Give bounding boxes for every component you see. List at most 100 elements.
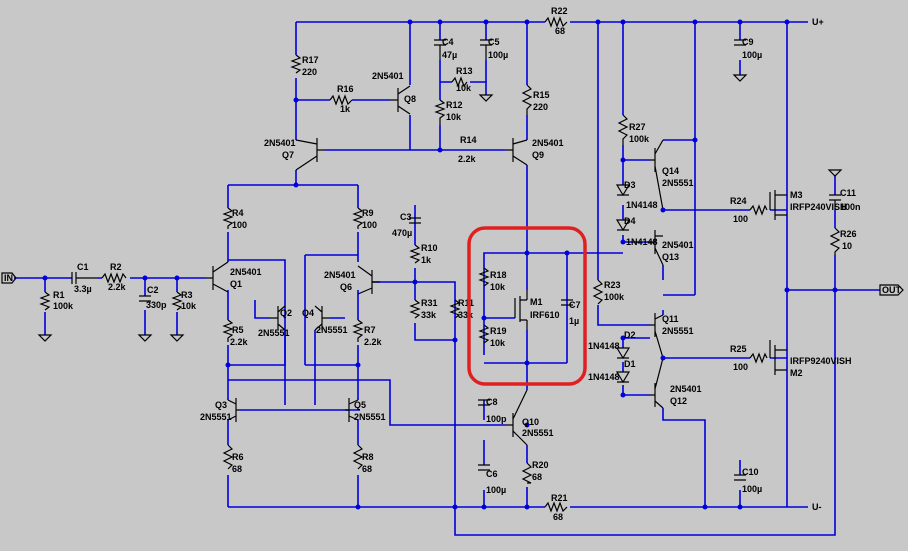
c11-name: C11	[840, 188, 856, 198]
r4-name: R4	[232, 208, 244, 218]
r5-name: R5	[232, 325, 244, 335]
r27-name: R27	[629, 122, 646, 132]
c6-name: C6	[486, 469, 498, 479]
q12-value: 2N5401	[670, 384, 702, 394]
m3-value: IRFP240VISH	[790, 202, 847, 212]
q7-name: Q7	[282, 150, 294, 160]
c7-name: C7	[569, 300, 581, 310]
c3-value: 470µ	[392, 228, 412, 238]
r15-name: R15	[533, 90, 550, 100]
r23-value: 100k	[604, 292, 625, 302]
r14-name: R14	[460, 135, 477, 145]
c9-value: 100µ	[742, 50, 762, 60]
component-symbols	[1, 16, 904, 513]
m2-name: M2	[790, 368, 803, 378]
c9-name: C9	[742, 37, 754, 47]
r24-value: 100	[733, 214, 748, 224]
q5-value: 2N5551	[354, 412, 386, 422]
q3-name: Q3	[215, 400, 227, 410]
r27-value: 100k	[629, 134, 650, 144]
r8-value: 68	[362, 464, 372, 474]
q1-value: 2N5401	[230, 267, 262, 277]
r1-name: R1	[53, 290, 65, 300]
q4-name: Q4	[302, 308, 314, 318]
c8-value: 100p	[486, 414, 507, 424]
q13-name: Q13	[662, 252, 679, 262]
r25-name: R25	[730, 344, 747, 354]
r22-name: R22	[551, 6, 568, 16]
q10-value: 2N5551	[522, 428, 554, 438]
c10-name: C10	[742, 467, 759, 477]
r16-value: 1k	[340, 104, 351, 114]
q5-name: Q5	[354, 400, 366, 410]
r20-name: R20	[532, 460, 549, 470]
q14-name: Q14	[662, 166, 679, 176]
r14-value: 2.2k	[458, 154, 477, 164]
m2-value: IRFP9240VISH	[790, 356, 852, 366]
d4-value: 1N4148	[626, 237, 658, 247]
r21-value: 68	[553, 512, 563, 522]
r31-name: R31	[421, 298, 438, 308]
r31-value: 33k	[421, 310, 437, 320]
c4-value: 47µ	[442, 50, 457, 60]
r25-value: 100	[733, 362, 748, 372]
r12-name: R12	[446, 100, 463, 110]
d1-name: D1	[624, 359, 636, 369]
r11-value: 33k	[458, 310, 474, 320]
q4-value: 2N5551	[316, 325, 348, 335]
d3-name: D3	[624, 180, 636, 190]
r22-value: 68	[555, 26, 565, 36]
r6-name: R6	[232, 452, 244, 462]
r20-value: 68	[532, 472, 542, 482]
r24-name: R24	[730, 196, 747, 206]
r13-value: 10k	[456, 83, 472, 93]
r7-name: R7	[364, 325, 376, 335]
d1-value: 1N4148	[588, 372, 620, 382]
c2-value: 330p	[146, 300, 167, 310]
q10-name: Q10	[522, 417, 539, 427]
r12-value: 10k	[446, 112, 462, 122]
r4-value: 100	[232, 220, 247, 230]
port-vminus-label: U-	[812, 502, 822, 512]
q7-value: 2N5401	[264, 138, 296, 148]
q2-name: Q2	[280, 308, 292, 318]
transistor-symbols	[205, 85, 664, 446]
c10-value: 100µ	[742, 484, 762, 494]
highlight-box	[467, 226, 587, 386]
r3-name: R3	[181, 290, 193, 300]
port-in-label: IN	[4, 273, 13, 283]
c1-name: C1	[77, 262, 89, 272]
r9-value: 100	[362, 220, 377, 230]
c6-value: 100µ	[486, 485, 506, 495]
c1-value: 3.3µ	[74, 284, 92, 294]
m1-value: IRF610	[530, 310, 560, 320]
c5-name: C5	[488, 37, 500, 47]
c4-name: C4	[442, 37, 454, 47]
r6-value: 68	[232, 464, 242, 474]
r7-value: 2.2k	[364, 337, 383, 347]
r18-value: 10k	[490, 282, 506, 292]
d2-name: D2	[624, 330, 636, 340]
m1-name: M1	[530, 297, 543, 307]
q2-value: 2N5551	[258, 328, 290, 338]
r26-value: 10	[842, 241, 852, 251]
r15-value: 220	[533, 102, 548, 112]
r18-name: R18	[490, 270, 507, 280]
d4-name: D4	[624, 216, 636, 226]
port-out-label: OUT	[882, 285, 902, 295]
q1-name: Q1	[230, 279, 242, 289]
r3-value: 10k	[181, 301, 197, 311]
q13-value: 2N5401	[662, 240, 694, 250]
junction-dots	[42, 19, 838, 510]
d2-value: 1N4148	[588, 341, 620, 351]
q8-value: 2N5401	[372, 71, 404, 81]
port-vplus-label: U+	[812, 17, 824, 27]
r9-name: R9	[362, 208, 374, 218]
d3-value: 1N4148	[626, 200, 658, 210]
r17-value: 220	[302, 67, 317, 77]
c11-value: 100n	[840, 202, 861, 212]
c7-value: 1µ	[569, 316, 579, 326]
r23-name: R23	[604, 280, 621, 290]
